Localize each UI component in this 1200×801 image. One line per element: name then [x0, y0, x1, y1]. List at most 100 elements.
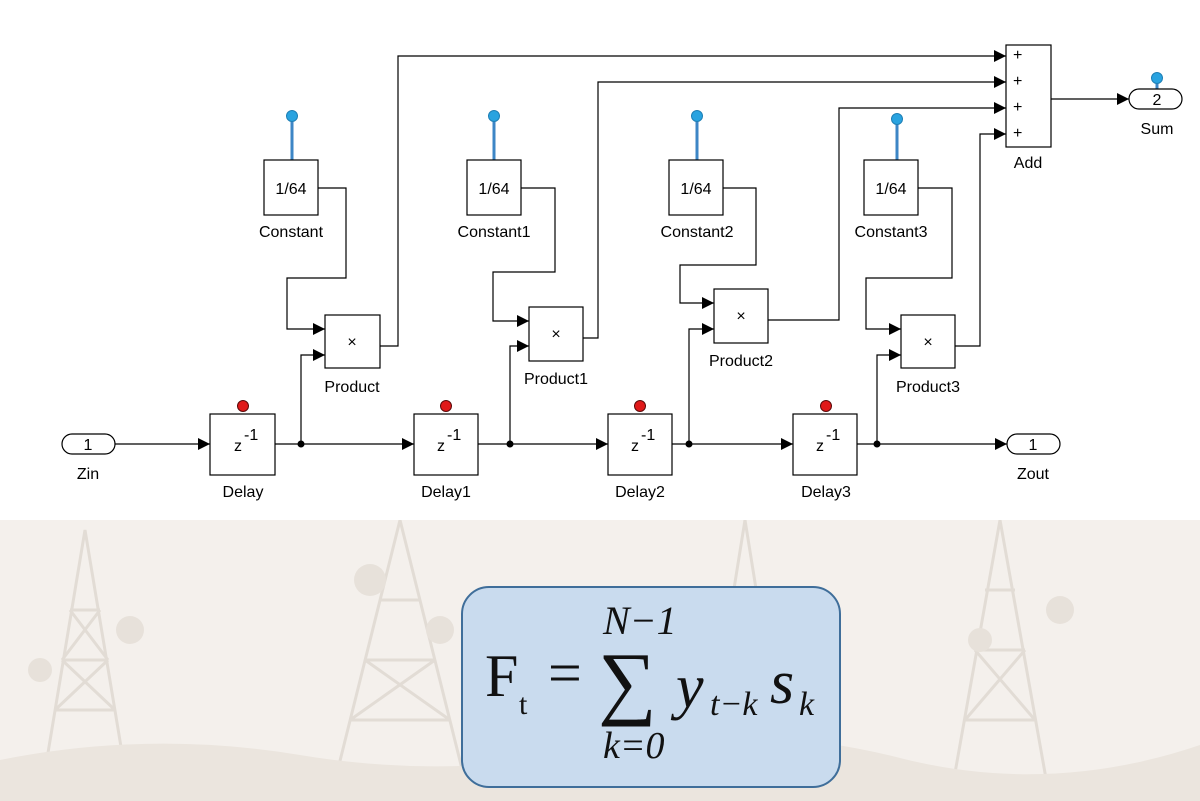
line-tap3-product3	[876, 349, 901, 444]
constant-value: 1/64	[680, 181, 711, 198]
constant3-block[interactable]: 1/64 Constant3	[855, 113, 928, 242]
constant-shape	[668, 159, 724, 216]
formula-panel	[0, 520, 1200, 801]
product3-block[interactable]: × Product3	[896, 314, 960, 396]
state-indicator-icon	[237, 400, 249, 412]
formula-term-y: y	[676, 653, 704, 721]
delay-symbol: z	[437, 438, 445, 455]
product-label: Product2	[709, 353, 773, 370]
multiply-icon: ×	[736, 308, 745, 325]
state-indicator-icon	[634, 400, 646, 412]
delay-exponent: -1	[244, 427, 258, 444]
delay-shape	[413, 413, 479, 476]
branch-point	[297, 440, 305, 448]
line-product2-add	[768, 102, 1006, 321]
delay-label: Delay2	[615, 484, 665, 501]
delay-shape	[792, 413, 858, 476]
product-shape	[528, 306, 584, 362]
constant-shape	[863, 159, 919, 216]
add-sign: +	[1013, 73, 1022, 90]
delay2-block[interactable]: z -1 Delay2	[607, 400, 673, 502]
state-indicator-icon	[820, 400, 832, 412]
signal-lines	[115, 50, 1129, 450]
add-block[interactable]: + + + + Add	[1005, 44, 1052, 172]
formula-term-s-subscript: k	[799, 686, 815, 723]
product1-block[interactable]: × Product1	[524, 306, 588, 388]
multiply-icon: ×	[347, 334, 356, 351]
outport-sum[interactable]: 2 Sum	[1128, 72, 1183, 139]
constant1-block[interactable]: 1/64 Constant1	[458, 110, 531, 242]
formula-box	[461, 586, 841, 788]
branch-point	[506, 440, 514, 448]
parameter-indicator-icon	[891, 113, 903, 125]
formula-sum-upper: N−1	[603, 598, 677, 643]
parameter-indicator-icon	[691, 110, 703, 122]
parameter-indicator-icon	[1151, 72, 1163, 84]
product-label: Product1	[524, 371, 588, 388]
outport-label: Zout	[1017, 466, 1050, 483]
constant-label: Constant1	[458, 224, 531, 241]
line-constant2-product2	[679, 187, 757, 309]
sigma-icon: ∑	[598, 636, 657, 727]
line-product1-add	[583, 76, 1006, 339]
constant-label: Constant2	[661, 224, 734, 241]
product-shape	[324, 314, 381, 369]
add-sign: +	[1013, 99, 1022, 116]
formula-equals: =	[548, 640, 582, 706]
simulink-diagram: 1 Zin 1 Zout 2 Sum z -1 Delay z -1 Delay…	[61, 44, 1183, 502]
formula-lhs-subscript: t	[519, 688, 528, 721]
line-product3-add	[955, 128, 1006, 347]
product-block[interactable]: × Product	[324, 314, 381, 396]
delay-exponent: -1	[826, 427, 840, 444]
delay-exponent: -1	[641, 427, 655, 444]
formula-term-s: s	[770, 649, 795, 717]
constant-shape	[466, 159, 522, 216]
line-constant3-product3	[865, 187, 953, 335]
line-tap2-product2	[688, 323, 714, 444]
delay-block[interactable]: z -1 Delay	[209, 400, 276, 502]
formula-sum-lower: k=0	[603, 725, 665, 767]
delay-symbol: z	[234, 438, 242, 455]
add-sign: +	[1013, 47, 1022, 64]
delay-symbol: z	[631, 438, 639, 455]
delay-label: Delay3	[801, 484, 851, 501]
outport-zout[interactable]: 1 Zout	[1006, 433, 1061, 483]
constant-value: 1/64	[478, 181, 509, 198]
line-constant-product	[286, 187, 347, 335]
product2-block[interactable]: × Product2	[709, 288, 773, 370]
outport-shape	[1006, 433, 1061, 455]
product-label: Product	[324, 379, 380, 396]
branch-points	[297, 440, 881, 448]
parameter-indicator-icon	[488, 110, 500, 122]
add-sign: +	[1013, 125, 1022, 142]
constant-value: 1/64	[875, 181, 906, 198]
constant-block[interactable]: 1/64 Constant	[259, 110, 324, 242]
outport-label: Sum	[1141, 121, 1174, 138]
delay-shape	[607, 413, 673, 476]
constant-value: 1/64	[275, 181, 306, 198]
branch-point	[685, 440, 693, 448]
inport-number: 1	[84, 437, 93, 454]
inport-shape	[61, 433, 116, 455]
outport-number: 1	[1029, 437, 1038, 454]
delay-exponent: -1	[447, 427, 461, 444]
delay-shape	[209, 413, 276, 476]
multiply-icon: ×	[923, 334, 932, 351]
outport-shape	[1128, 88, 1183, 110]
constant-label: Constant3	[855, 224, 928, 241]
product-shape	[713, 288, 769, 344]
product-shape	[900, 314, 956, 369]
delay-label: Delay	[223, 484, 264, 501]
product-label: Product3	[896, 379, 960, 396]
line-tap0-product	[300, 349, 325, 444]
line-constant1-product1	[492, 187, 556, 327]
constant-label: Constant	[259, 224, 324, 241]
inport-zin[interactable]: 1 Zin	[61, 433, 116, 483]
constant2-block[interactable]: 1/64 Constant2	[661, 110, 734, 242]
inport-label: Zin	[77, 466, 99, 483]
delay3-block[interactable]: z -1 Delay3	[792, 400, 858, 502]
line-tap1-product1	[509, 340, 529, 444]
branch-point	[873, 440, 881, 448]
formula-term-y-subscript: t−k	[710, 686, 758, 723]
delay1-block[interactable]: z -1 Delay1	[413, 400, 479, 502]
